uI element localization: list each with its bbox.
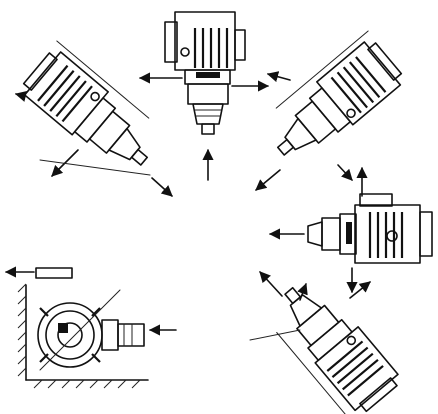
arrow-icon xyxy=(337,164,353,181)
arrow-icon xyxy=(14,91,28,102)
view-bottom-right xyxy=(276,286,399,414)
arrow-icon xyxy=(297,282,308,301)
pump-head-icon xyxy=(284,286,353,362)
view-middle-right xyxy=(268,166,433,294)
view-top-right xyxy=(275,30,403,156)
pump-head-icon xyxy=(307,213,357,255)
pump-head-icon xyxy=(276,87,352,156)
view-top-center xyxy=(138,11,270,181)
view-top-left xyxy=(22,40,150,166)
arrow-icon xyxy=(151,177,173,197)
motor-icon xyxy=(316,41,403,126)
arrow-icon xyxy=(259,271,283,297)
motor-icon xyxy=(354,193,433,264)
arrow-icon xyxy=(255,169,281,191)
wall-hatch-icon xyxy=(17,283,149,389)
pump-head-icon xyxy=(101,319,145,351)
pump-head-icon xyxy=(184,69,231,135)
motor-icon xyxy=(35,267,103,368)
view-bottom-left xyxy=(4,266,177,389)
arrow-icon xyxy=(349,281,371,299)
arrow-icon xyxy=(266,71,291,83)
pump-head-icon xyxy=(73,97,149,166)
motor-icon xyxy=(22,51,109,136)
motor-icon xyxy=(164,11,246,71)
motor-icon xyxy=(314,326,399,413)
